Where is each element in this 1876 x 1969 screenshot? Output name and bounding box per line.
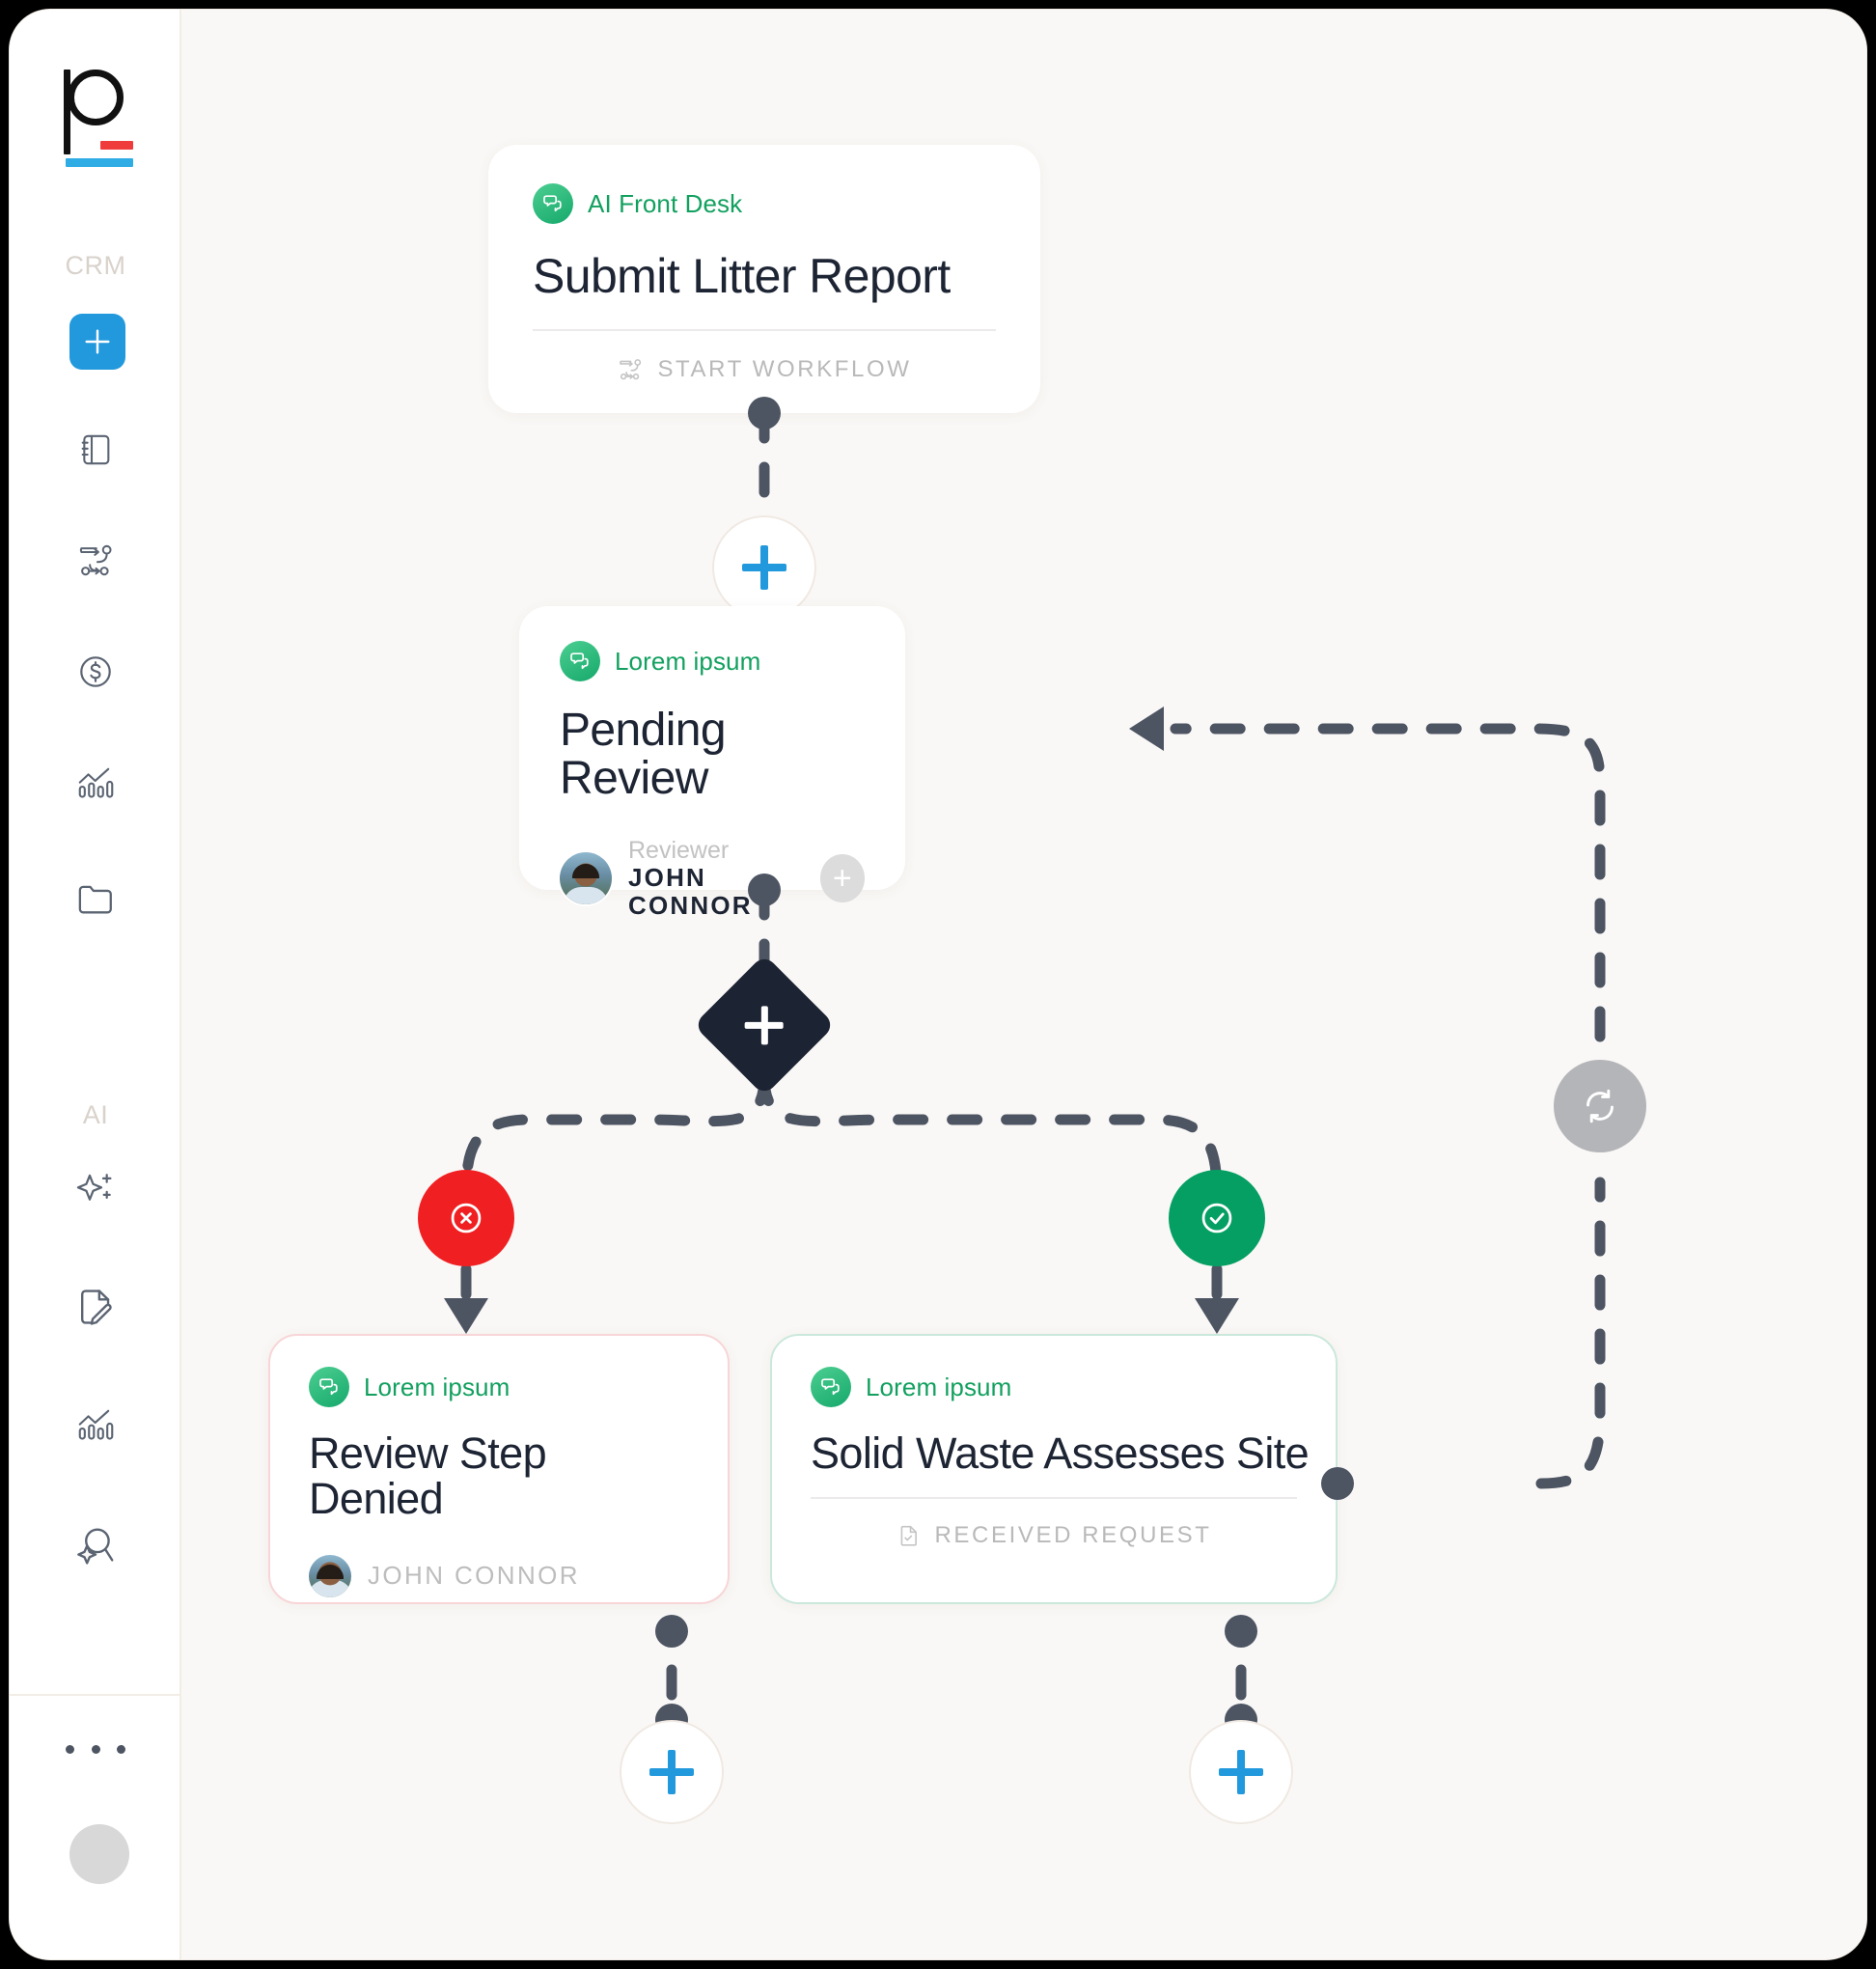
sidebar-item-contacts[interactable]	[70, 425, 121, 475]
sidebar-more-button[interactable]	[66, 1730, 125, 1768]
refresh-sync-icon	[1586, 1089, 1614, 1123]
analytics-chart-icon	[78, 1409, 114, 1440]
assignee[interactable]: JOHN CONNOR	[309, 1554, 689, 1597]
sidebar-item-reports[interactable]	[70, 758, 121, 808]
node-footer: START WORKFLOW	[533, 356, 996, 383]
document-edit-icon	[81, 1290, 112, 1325]
branch-badge-deny[interactable]	[418, 1170, 514, 1266]
card-divider	[811, 1497, 1297, 1500]
node-badge: AI Front Desk	[533, 183, 996, 224]
add-step-button[interactable]	[712, 515, 816, 620]
edge-loopback-upper	[1170, 723, 1606, 1096]
workflow-route-icon	[79, 544, 112, 576]
assignee-role: Reviewer	[628, 836, 730, 864]
sidebar-item-files[interactable]	[70, 874, 121, 924]
sidebar-item-workflows[interactable]	[70, 536, 121, 586]
assignee-meta: Reviewer JOHN CONNOR	[628, 837, 820, 920]
plus-icon	[745, 1021, 784, 1029]
avatar	[560, 851, 612, 904]
circle-x-icon	[451, 1203, 482, 1234]
workflow-route-icon	[620, 358, 642, 379]
node-title: Review Step Denied	[309, 1428, 547, 1524]
sidebar: CRM	[10, 10, 181, 1959]
dot	[66, 1744, 74, 1754]
assignee-name: JOHN CONNOR	[368, 1561, 580, 1590]
app-window: CRM	[10, 10, 1866, 1959]
assignee-name: JOHN CONNOR	[628, 862, 753, 920]
workflow-canvas[interactable]: AI Front Desk Submit Litter Report START…	[181, 10, 1866, 1959]
address-book-icon	[81, 434, 110, 465]
edge-loopback-lower	[1535, 1177, 1606, 1489]
output-port-review[interactable]	[748, 874, 781, 906]
sidebar-group-label-crm: CRM	[65, 251, 126, 280]
edge-decision-to-approve	[759, 1070, 1223, 1224]
node-title: Pending Review	[560, 705, 727, 805]
avatar[interactable]	[69, 1824, 129, 1884]
chat-bubbles-icon	[560, 641, 600, 681]
output-port-denied[interactable]	[655, 1615, 688, 1648]
output-port-approved[interactable]	[1225, 1615, 1257, 1648]
output-port-approved-right[interactable]	[1321, 1467, 1354, 1500]
analytics-chart-icon	[78, 767, 114, 798]
chat-bubbles-icon	[309, 1367, 349, 1407]
plus-icon	[1219, 1768, 1263, 1776]
node-badge: Lorem ipsum	[560, 641, 865, 681]
sparkle-plus-icon	[76, 1174, 112, 1201]
plus-icon	[649, 1768, 694, 1776]
node-badge: Lorem ipsum	[811, 1367, 1297, 1407]
node-card-solid-waste[interactable]: Lorem ipsum Solid Waste Assesses Site RE…	[770, 1334, 1338, 1604]
dollar-circle-icon	[80, 656, 111, 687]
decision-node[interactable]	[693, 954, 836, 1096]
plus-icon	[85, 329, 110, 354]
search-sparkle-icon	[77, 1528, 114, 1565]
node-title: Submit Litter Report	[533, 249, 951, 303]
node-badge-label: AI Front Desk	[588, 188, 743, 218]
card-divider	[533, 328, 996, 331]
node-title: Solid Waste Assesses Site	[811, 1428, 1310, 1478]
dot	[117, 1744, 125, 1754]
node-footer-label: RECEIVED REQUEST	[934, 1522, 1212, 1549]
add-step-button-approved[interactable]	[1189, 1720, 1293, 1824]
add-step-button-denied[interactable]	[620, 1720, 724, 1824]
folder-icon	[78, 885, 112, 914]
node-footer: RECEIVED REQUEST	[811, 1522, 1297, 1549]
node-footer-label: START WORKFLOW	[657, 355, 912, 382]
dot	[91, 1744, 100, 1754]
add-assignee-button[interactable]: +	[819, 853, 865, 902]
loop-back-badge[interactable]	[1554, 1060, 1646, 1152]
document-check-icon	[900, 1526, 917, 1546]
arrowhead-into-denied	[444, 1298, 488, 1334]
sidebar-item-billing[interactable]	[70, 647, 121, 697]
sidebar-item-ai-reports[interactable]	[70, 1400, 121, 1450]
node-card-start[interactable]: AI Front Desk Submit Litter Report START…	[488, 145, 1040, 413]
logo-bowl	[68, 69, 124, 125]
app-logo[interactable]	[64, 66, 133, 167]
plus-icon	[742, 564, 786, 571]
sidebar-item-add[interactable]	[69, 314, 125, 370]
node-badge-label: Lorem ipsum	[364, 1372, 510, 1401]
assignee[interactable]: Reviewer JOHN CONNOR	[560, 837, 820, 920]
avatar	[309, 1554, 351, 1597]
chat-bubbles-icon	[811, 1367, 851, 1407]
arrowhead-into-review	[1129, 707, 1164, 751]
node-badge-label: Lorem ipsum	[615, 646, 761, 676]
node-badge: Lorem ipsum	[309, 1367, 689, 1407]
node-card-pending-review[interactable]: Lorem ipsum Pending Review Reviewer JOHN…	[519, 606, 905, 920]
sidebar-item-ai-assist[interactable]	[70, 1163, 121, 1213]
node-card-review-denied[interactable]: Lorem ipsum Review Step Denied JOHN CONN…	[268, 1334, 730, 1604]
sidebar-item-ai-search[interactable]	[70, 1520, 121, 1570]
node-badge-label: Lorem ipsum	[866, 1372, 1012, 1401]
branch-badge-approve[interactable]	[1169, 1170, 1265, 1266]
sidebar-divider	[10, 1694, 181, 1696]
sidebar-item-ai-docs[interactable]	[70, 1282, 121, 1332]
arrowhead-into-approved	[1195, 1298, 1239, 1334]
edge-decision-to-deny	[460, 1070, 770, 1224]
logo-stem	[64, 69, 70, 154]
logo-blue-bar	[66, 158, 133, 167]
logo-red-bar	[100, 141, 133, 150]
chat-bubbles-icon	[533, 183, 573, 224]
sidebar-group-label-ai: AI	[82, 1100, 109, 1129]
circle-check-icon	[1201, 1203, 1232, 1234]
output-port-start[interactable]	[748, 397, 781, 430]
